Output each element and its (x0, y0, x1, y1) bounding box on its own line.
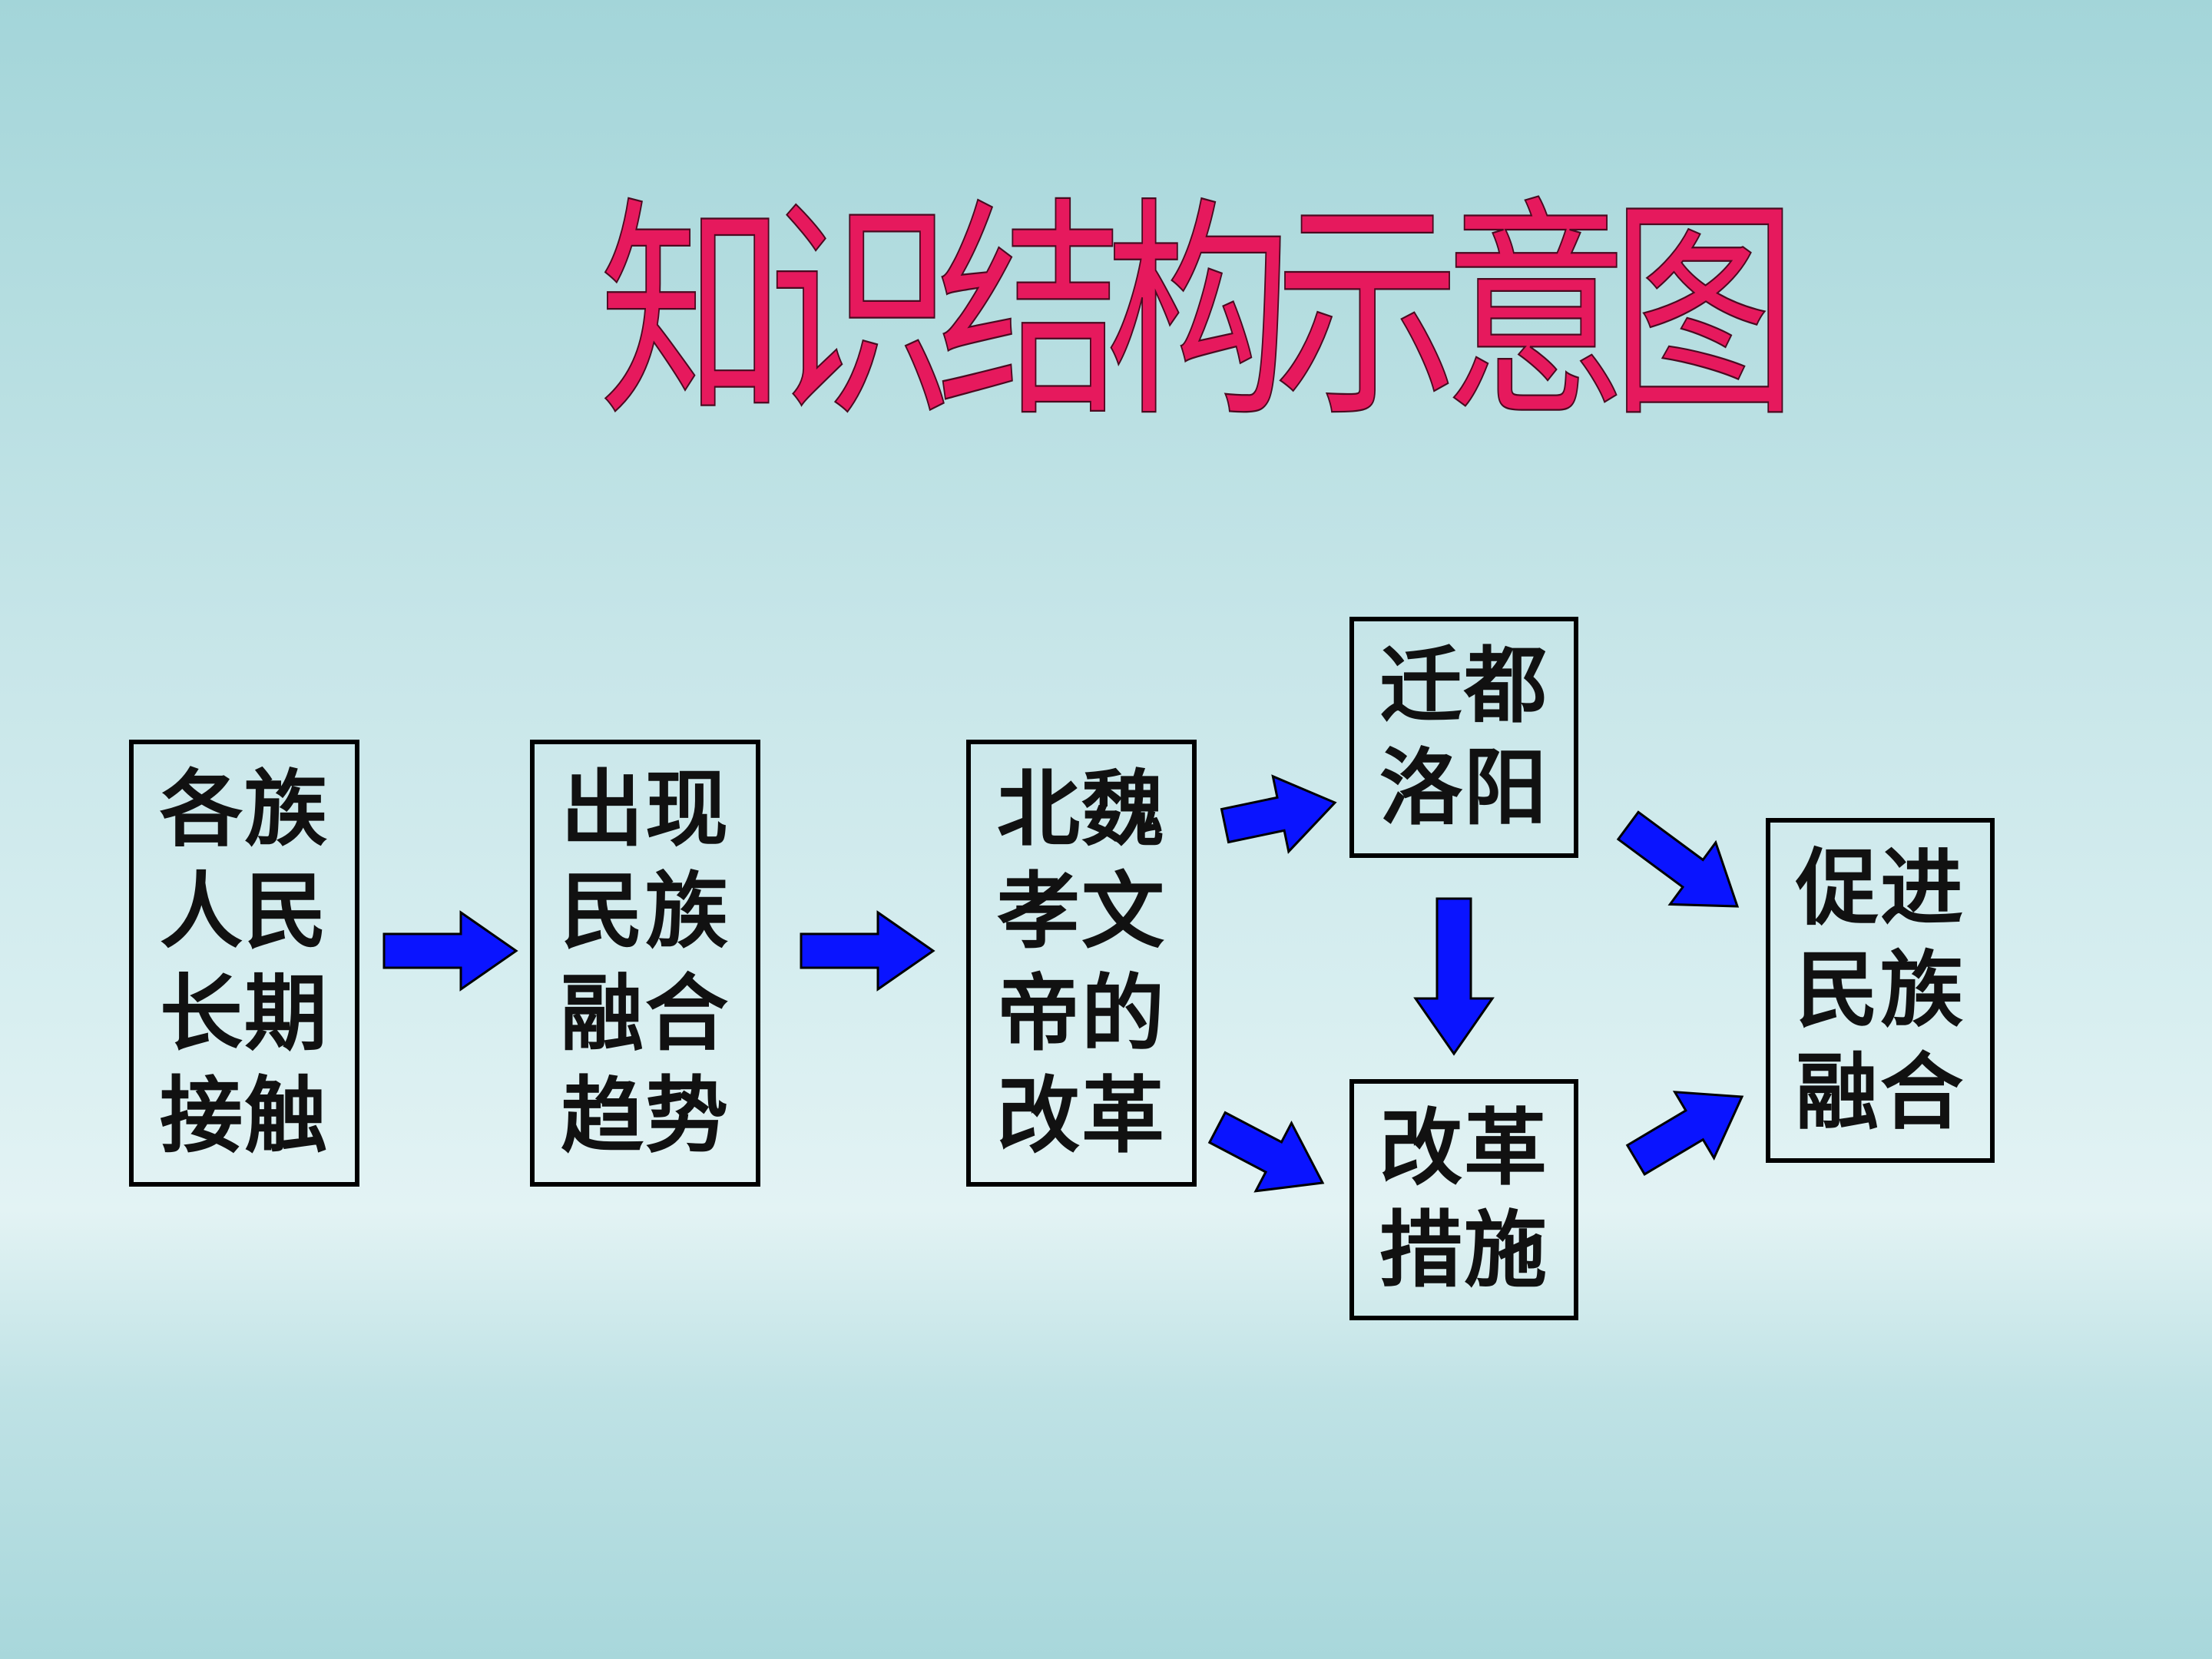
node-relocate-label: 迁都洛阳 (1379, 637, 1548, 836)
node-reform-label: 北魏孝文帝的改革 (996, 761, 1166, 1164)
node-fusion: 促进民族融合 (1766, 818, 1995, 1163)
arrow-measures-to-fusion (1625, 1091, 1744, 1176)
arrow-relocate-to-fusion (1616, 810, 1740, 908)
node-trend: 出现民族融合趋势 (530, 740, 760, 1187)
arrow-relocate-to-measures (1413, 897, 1495, 1056)
arrow-trend-to-reform (800, 910, 935, 992)
node-trend-label: 出现民族融合趋势 (560, 761, 730, 1164)
arrow-reform-to-relocate (1220, 774, 1337, 854)
node-measures-label: 改革措施 (1379, 1100, 1548, 1299)
arrow-contact-to-trend (382, 910, 518, 992)
node-fusion-label: 促进民族融合 (1795, 839, 1965, 1141)
node-measures: 改革措施 (1349, 1079, 1578, 1320)
node-contact-label: 各族人民长期接触 (159, 761, 329, 1164)
node-relocate: 迁都洛阳 (1349, 617, 1578, 858)
arrow-reform-to-measures (1207, 1111, 1325, 1193)
node-contact: 各族人民长期接触 (129, 740, 359, 1187)
node-reform: 北魏孝文帝的改革 (966, 740, 1197, 1187)
